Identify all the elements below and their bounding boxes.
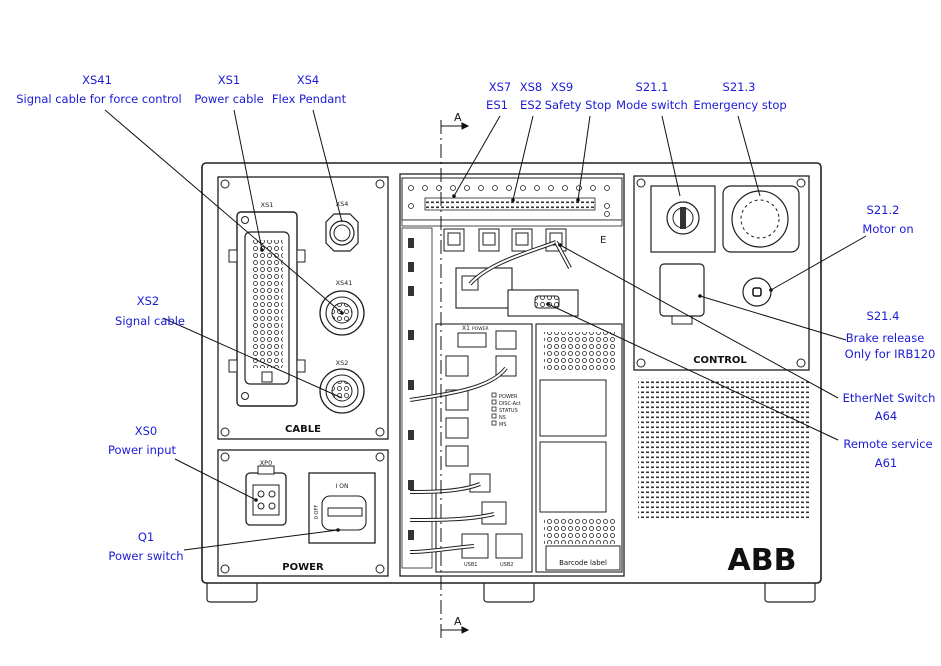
xs41-panel-label: XS41: [336, 279, 353, 287]
section-label-top: A: [454, 111, 462, 124]
xs2-code: XS2: [136, 294, 160, 308]
a64-code: A64: [874, 409, 898, 423]
s213-desc: Emergency stop: [693, 98, 787, 112]
main-switch: [308, 472, 376, 544]
status-led-power: POWER: [499, 394, 518, 400]
abb-logo: ABB: [728, 543, 797, 578]
x1-label: X1: [462, 325, 470, 332]
s212-desc: Motor on: [862, 222, 914, 236]
xs1-desc: Power cable: [194, 92, 264, 106]
s211-code: S21.1: [635, 80, 669, 94]
section-line: [440, 120, 470, 640]
xs4-connector: [325, 213, 359, 252]
status-led-ns: NS: [499, 415, 506, 421]
a61-desc: Remote service: [843, 437, 933, 451]
q1-desc: Power switch: [108, 549, 184, 563]
leader-lines: [104, 109, 867, 551]
status-led-disc: DISC-Act: [499, 401, 521, 407]
xs7-code: XS7: [488, 80, 512, 94]
xs2-desc: Signal cable: [115, 314, 185, 328]
xs7-desc: ES1: [486, 98, 508, 112]
power-supply: [535, 323, 623, 573]
s212-code: S21.2: [866, 203, 900, 217]
electronics-area: E: [399, 173, 625, 577]
control-panel: CONTROL: [633, 175, 810, 371]
s214-code: S21.4: [866, 309, 900, 323]
s214-desc2: Only for IRB120: [844, 347, 936, 361]
computer-unit: [435, 323, 533, 573]
feet: [206, 579, 816, 603]
motor-on-button: [742, 277, 772, 307]
power-panel-title: POWER: [282, 562, 324, 573]
a64-desc: EtherNet Switch: [842, 391, 936, 405]
xs2-panel-label: XS2: [336, 359, 349, 367]
x1-sub-label: POWER: [472, 326, 489, 332]
xs0-code: XS0: [134, 424, 158, 438]
vent-grille: [638, 378, 810, 518]
xs1-code: XS1: [217, 73, 241, 87]
q1-code: Q1: [137, 530, 155, 544]
xs41-desc: Signal cable for force control: [16, 92, 182, 106]
xs9-desc: Safety Stop: [544, 98, 612, 112]
xs8-code: XS8: [519, 80, 543, 94]
xs1-panel-label: XS1: [261, 201, 274, 209]
xs4-code: XS4: [296, 73, 320, 87]
power-panel: XP0 I ON 0 OFF POWER: [217, 449, 389, 577]
emergency-stop: [722, 185, 800, 253]
mode-switch: [650, 185, 716, 253]
e-glyph: E: [600, 235, 606, 246]
xs8-desc: ES2: [520, 98, 542, 112]
xs4-desc: Flex Pendant: [271, 92, 347, 106]
xs2-connector: [319, 368, 365, 414]
usb1-label: USB1: [464, 562, 477, 568]
usb2-label: USB2: [500, 562, 513, 568]
xs4-panel-label: XS4: [336, 200, 349, 208]
s211-desc: Mode switch: [616, 98, 688, 112]
xp0-panel-label: XP0: [260, 459, 273, 467]
remote-service-a61: [455, 267, 579, 317]
cable-panel-title: CABLE: [285, 424, 321, 435]
section-label-bottom: A: [454, 615, 462, 628]
switch-on-label: I ON: [336, 483, 349, 490]
cable-panel: XS1 XS4 XS41 XS2 CABLE: [217, 176, 389, 440]
xs9-code: XS9: [550, 80, 574, 94]
control-panel-title: CONTROL: [693, 355, 747, 366]
xs41-code: XS41: [82, 73, 112, 87]
xp0-inlet: [245, 465, 287, 526]
switch-off-label: 0 OFF: [314, 505, 320, 520]
status-led-ms: MS: [499, 422, 507, 428]
a61-code: A61: [874, 456, 898, 470]
barcode-label: Barcode label: [559, 559, 607, 567]
brake-release-button: [659, 263, 705, 325]
status-led-status: STATUS: [499, 408, 518, 414]
xs0-desc: Power input: [107, 443, 177, 457]
xs41-connector: [319, 290, 365, 336]
s214-desc: Brake release: [845, 331, 925, 345]
s213-code: S21.3: [722, 80, 756, 94]
